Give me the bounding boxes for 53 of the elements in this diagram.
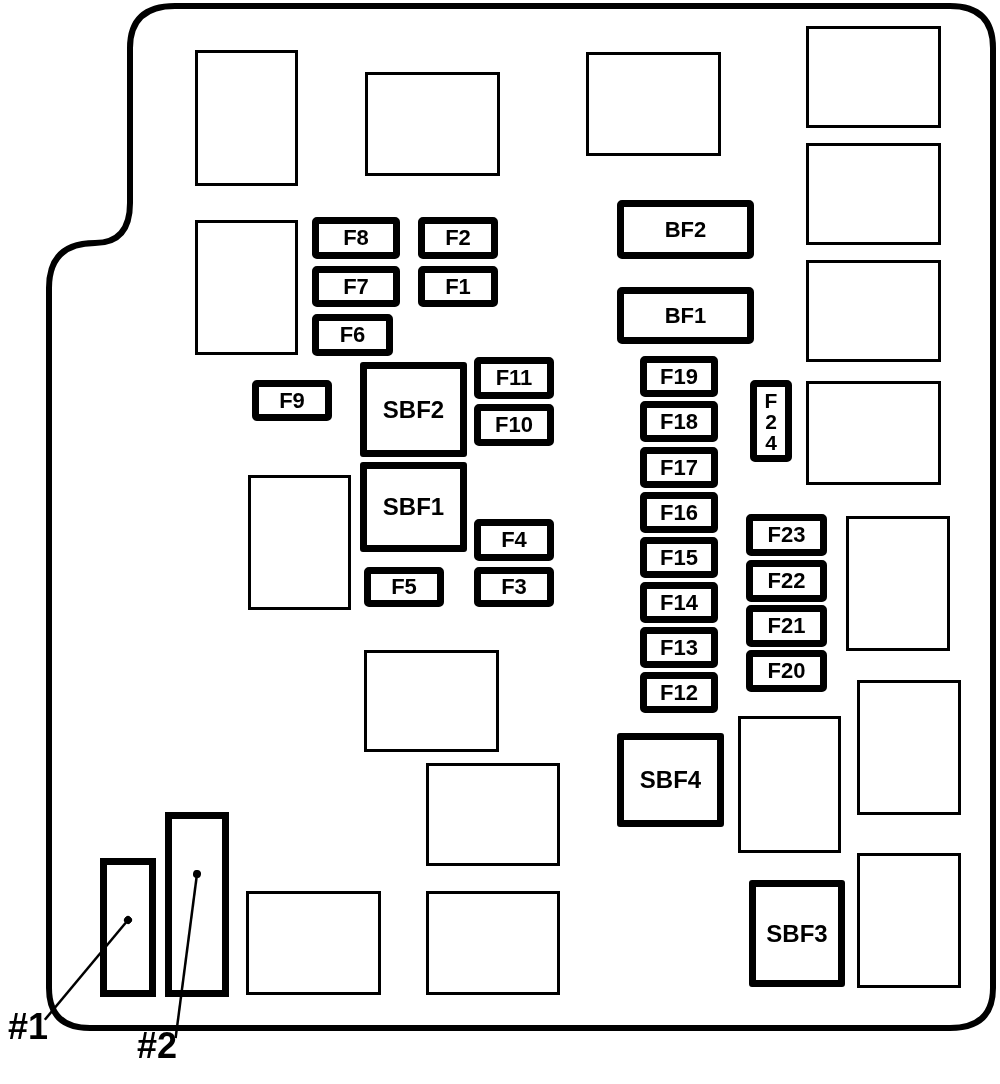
fuse: F12 [640,672,718,713]
fuse: F20 [746,650,827,692]
fuse: SBF2 [360,362,467,457]
fuse: F8 [312,217,400,259]
fuse: F9 [252,380,332,421]
fuse: SBF3 [749,880,845,987]
relay-socket [195,50,298,186]
fuse: F21 [746,605,827,647]
fusible-link [100,858,156,997]
fuse: F6 [312,314,393,356]
fuse: F13 [640,627,718,668]
fuse: F7 [312,266,400,307]
fuse-box-housing [45,3,998,1033]
relay-socket [365,72,500,176]
fuse: F15 [640,537,718,578]
fuse: SBF4 [617,733,724,827]
relay-socket [806,381,941,485]
fuse: F18 [640,401,718,442]
fuse: F23 [746,514,827,556]
relay-socket [857,680,961,815]
fuse: F11 [474,357,554,399]
relay-socket [738,716,841,853]
relay-socket [586,52,721,156]
fuse: F5 [364,567,444,607]
fuse: F19 [640,356,718,397]
fuse: BF2 [617,200,754,259]
relay-socket [364,650,499,752]
fuse: F17 [640,447,718,488]
fuse: F3 [474,567,554,607]
fusible-link [165,812,229,997]
fuse: F22 [746,560,827,602]
relay-socket [806,26,941,128]
fuse: F16 [640,492,718,533]
leader-line [174,870,201,1039]
relay-socket [195,220,298,355]
fuse: F10 [474,404,554,446]
callout-number: #1 [0,1003,56,1051]
relay-socket [806,260,941,362]
relay-socket [426,763,560,866]
fuse: SBF1 [360,462,467,552]
fuse: F24 [750,380,792,462]
callout-number: #2 [126,1020,188,1072]
fuse: F2 [418,217,498,259]
relay-socket [806,143,941,245]
fuse: F14 [640,582,718,623]
fuse: F4 [474,519,554,561]
relay-socket [426,891,560,995]
fuse: BF1 [617,287,754,344]
relay-socket [857,853,961,988]
relay-socket [246,891,381,995]
relay-socket [248,475,351,610]
relay-socket [846,516,950,651]
fuse: F1 [418,266,498,307]
